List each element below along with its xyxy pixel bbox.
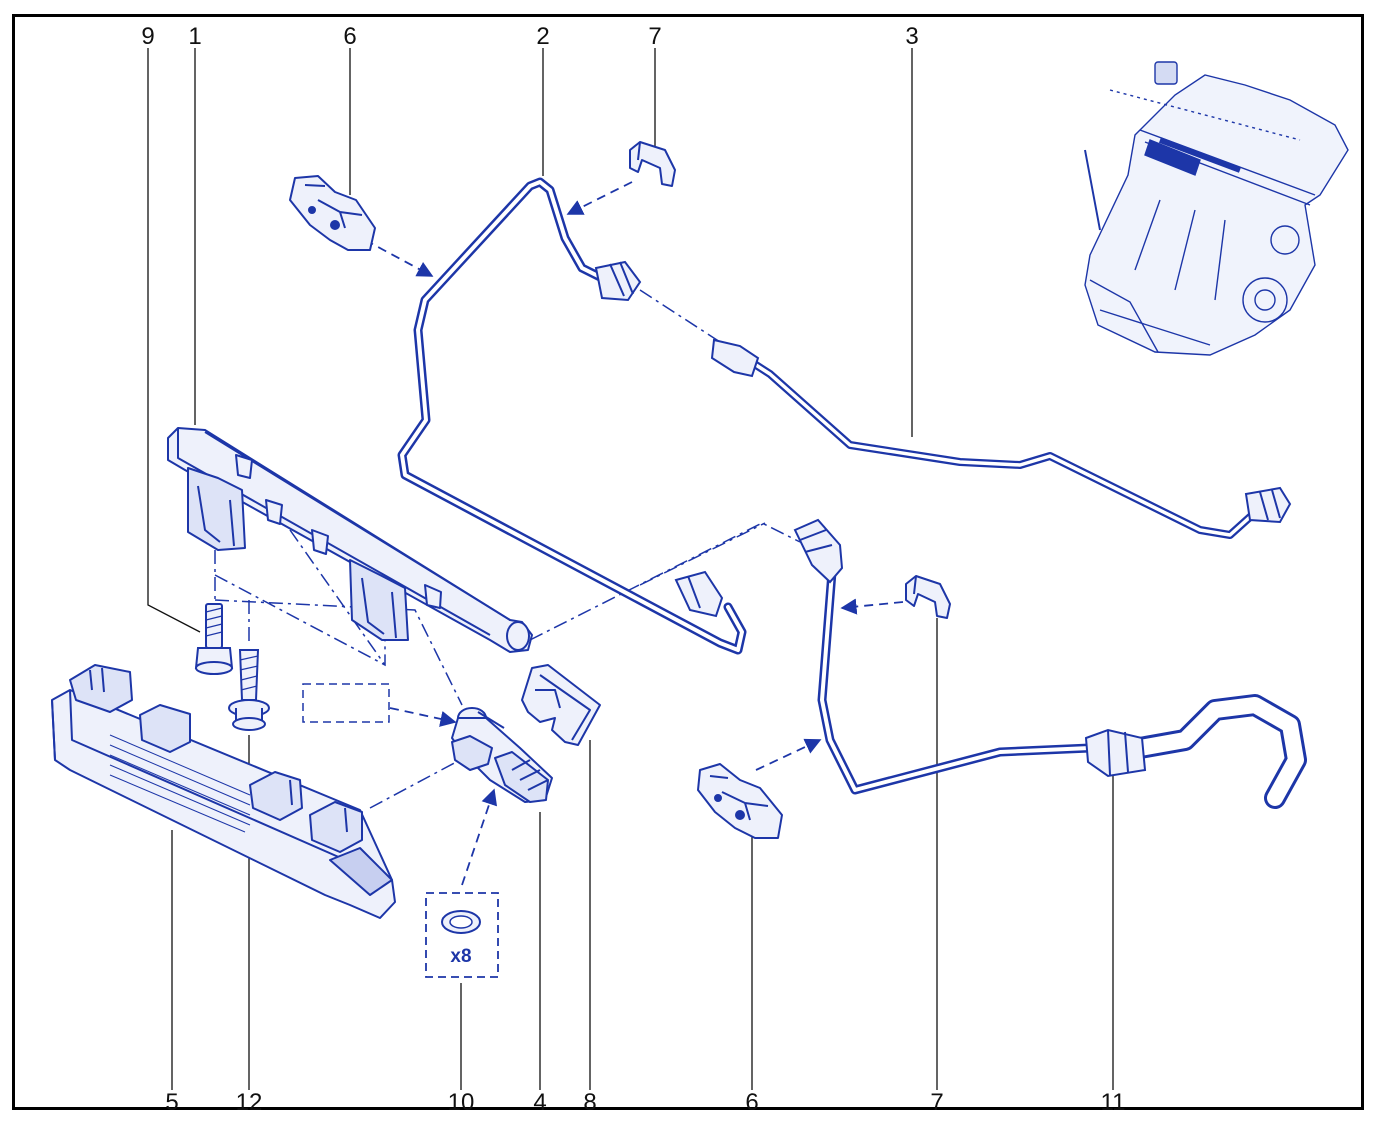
hose-connector-icon	[793, 518, 1147, 778]
callout-10: 10	[448, 1089, 475, 1116]
small-clip-upper-icon	[629, 141, 676, 187]
diagram-frame	[12, 14, 1364, 1110]
callout-5: 5	[165, 1089, 178, 1116]
assembly-guides	[214, 289, 801, 809]
assembly-arrows	[364, 181, 904, 886]
screw-icon	[228, 649, 270, 731]
fuel-feed-pipe	[739, 352, 1263, 539]
fuel-rail-icon	[167, 427, 533, 653]
callout-9: 9	[141, 23, 154, 50]
quantity-note: x8	[450, 946, 471, 967]
quick-connector-icon	[594, 260, 724, 618]
o-ring-seal-group: x8	[425, 892, 499, 978]
pipe-clip-lower-icon	[697, 763, 783, 839]
injector-cover-icon	[51, 664, 396, 919]
callout-2: 2	[536, 23, 549, 50]
callout-6-bottom: 6	[745, 1089, 758, 1116]
bolt-icon	[194, 603, 234, 675]
pipe-clip-upper-icon	[289, 175, 376, 251]
callout-1: 1	[188, 23, 201, 50]
fuel-return-pipe	[811, 545, 1307, 809]
callout-7-bottom: 7	[930, 1089, 943, 1116]
callouts-top: 9 1 6 2 7 3	[141, 23, 918, 50]
callout-11: 11	[1101, 1089, 1126, 1116]
callout-7-top: 7	[648, 23, 661, 50]
callout-12: 12	[236, 1089, 263, 1116]
pipe-end-fitting-icon	[710, 338, 1292, 524]
engine-thumbnail-icon	[1084, 61, 1349, 356]
callout-4: 4	[533, 1089, 546, 1116]
fuel-injector-icon	[451, 707, 553, 803]
callout-6-top: 6	[343, 23, 356, 50]
injector-clip-icon	[521, 664, 601, 746]
small-clip-lower-icon	[905, 575, 951, 619]
callouts-bottom: 5 12 10 4 8 6 7 11	[165, 1089, 1125, 1116]
callout-8: 8	[583, 1089, 596, 1116]
callout-3: 3	[905, 23, 918, 50]
alternate-part-placeholder	[302, 683, 390, 723]
fuel-pipe-upper	[397, 177, 747, 655]
